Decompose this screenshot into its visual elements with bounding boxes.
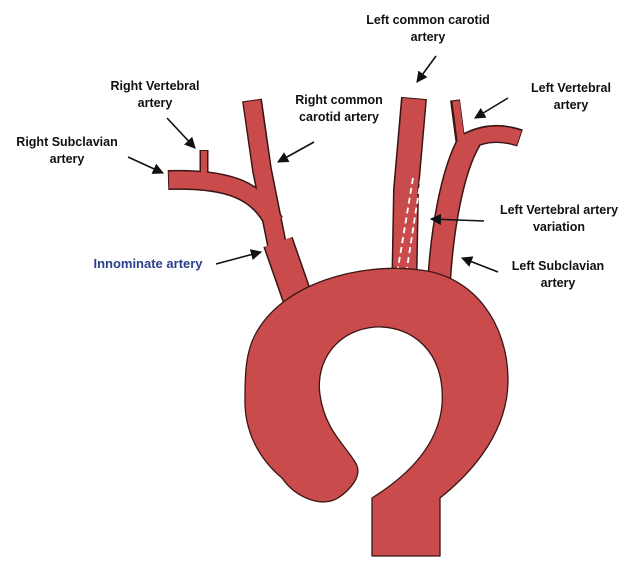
label-right-subclavian: Right Subclavian artery [2, 134, 132, 168]
arrow-left-common-carotid [417, 56, 436, 82]
arrow-left-vertebral [475, 98, 508, 118]
arrow-left-subclavian [462, 258, 498, 272]
label-left-vertebral: Left Vertebral artery [512, 80, 630, 114]
label-left-subclavian: Left Subclavian artery [498, 258, 618, 292]
aortic-arch [245, 268, 508, 556]
label-right-common-carotid: Right common carotid artery [274, 92, 404, 126]
arrow-right-common-carotid [278, 142, 314, 162]
arrow-right-vertebral [167, 118, 195, 148]
label-innominate-artery: Innominate artery [84, 255, 212, 272]
arrow-innominate [216, 252, 261, 264]
label-right-vertebral: Right Vertebral artery [90, 78, 220, 112]
left-subclavian-distal [464, 134, 519, 143]
arrow-right-subclavian [128, 157, 163, 173]
label-left-common-carotid: Left common carotid artery [336, 12, 520, 46]
label-left-vertebral-variation: Left Vertebral artery variation [484, 202, 634, 236]
